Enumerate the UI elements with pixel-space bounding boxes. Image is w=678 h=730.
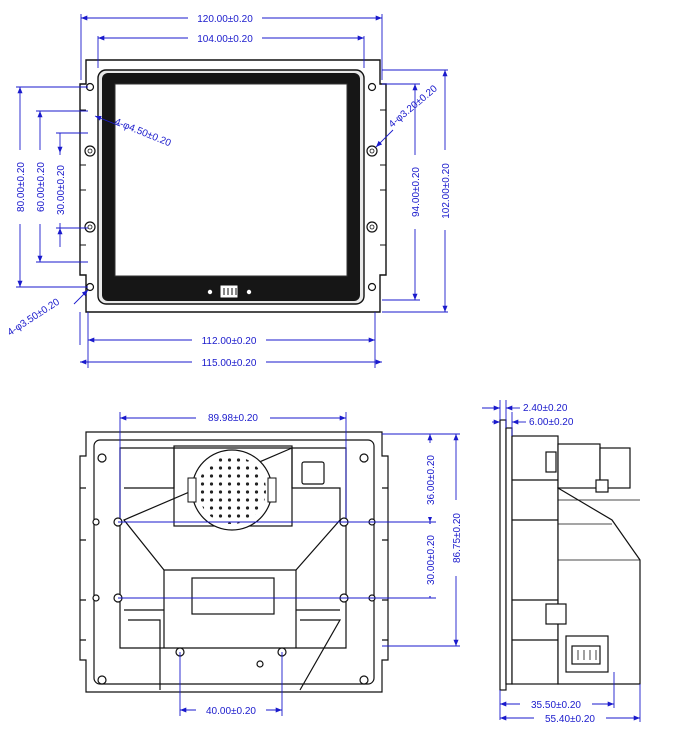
side-frame <box>505 427 513 685</box>
label-side-240: 2.40±0.20 <box>523 403 568 414</box>
label-height-102: 102.00±0.20 <box>441 163 452 219</box>
sensor-window <box>219 284 239 299</box>
indicator-led-right <box>246 289 252 295</box>
side-bezel <box>499 419 507 691</box>
label-width-115: 115.00±0.20 <box>202 358 257 369</box>
label-width-112: 112.00±0.20 <box>202 336 257 347</box>
label-rear-width-bottom: 40.00±0.20 <box>206 706 256 717</box>
rear-corner-holes <box>97 453 369 685</box>
label-side-3550: 35.50±0.20 <box>531 700 581 711</box>
side-housing <box>511 435 559 685</box>
side-taper <box>557 486 641 685</box>
speaker-icon <box>187 449 277 531</box>
label-rear-height-36: 36.00±0.20 <box>426 455 437 505</box>
hole-mid-lower-right <box>366 221 378 233</box>
label-rear-width-top: 89.98±0.20 <box>208 413 258 424</box>
side-dimension-labels: 2.40±0.20 6.00±0.20 35.50±0.20 55.40±0.2… <box>520 403 606 725</box>
label-pitch-60: 60.00±0.20 <box>36 162 47 212</box>
side-view <box>499 419 641 691</box>
label-side-5540: 55.40±0.20 <box>545 714 595 725</box>
hole-mid-lower-left <box>84 221 96 233</box>
label-side-600: 6.00±0.20 <box>529 417 574 428</box>
frame-notches <box>80 109 386 246</box>
display-active-area <box>114 83 348 277</box>
side-speaker-block <box>557 443 601 489</box>
label-hole-right: 4-φ3.20±0.20 <box>387 83 440 130</box>
rear-housing <box>119 447 347 649</box>
label-pitch-80: 80.00±0.20 <box>16 162 27 212</box>
rear-label-window <box>191 577 275 615</box>
hole-top-right <box>367 82 377 92</box>
hole-bottom-right <box>367 282 377 292</box>
label-rear-height-30: 30.00±0.20 <box>426 535 437 585</box>
rear-dimension-labels: 89.98±0.20 36.00±0.20 30.00±0.20 86.75±0… <box>196 411 463 717</box>
label-width-inner: 104.00±0.20 <box>197 34 253 45</box>
label-hole-bottom: 4-φ3.50±0.20 <box>6 296 63 338</box>
label-pitch-30: 30.00±0.20 <box>56 165 67 215</box>
hole-mid-upper-left <box>84 145 96 157</box>
front-view <box>79 59 387 313</box>
indicator-led-left <box>207 289 213 295</box>
connector-tab <box>301 461 325 485</box>
label-rear-height-86: 86.75±0.20 <box>452 513 463 563</box>
hole-mid-upper-right <box>366 145 378 157</box>
rear-frame <box>79 431 389 693</box>
side-rj-connector <box>565 635 609 673</box>
label-height-94: 94.00±0.20 <box>411 167 422 217</box>
front-mounting-holes <box>84 82 378 292</box>
rear-frame-inner <box>93 439 375 685</box>
label-width-overall: 120.00±0.20 <box>197 14 253 25</box>
